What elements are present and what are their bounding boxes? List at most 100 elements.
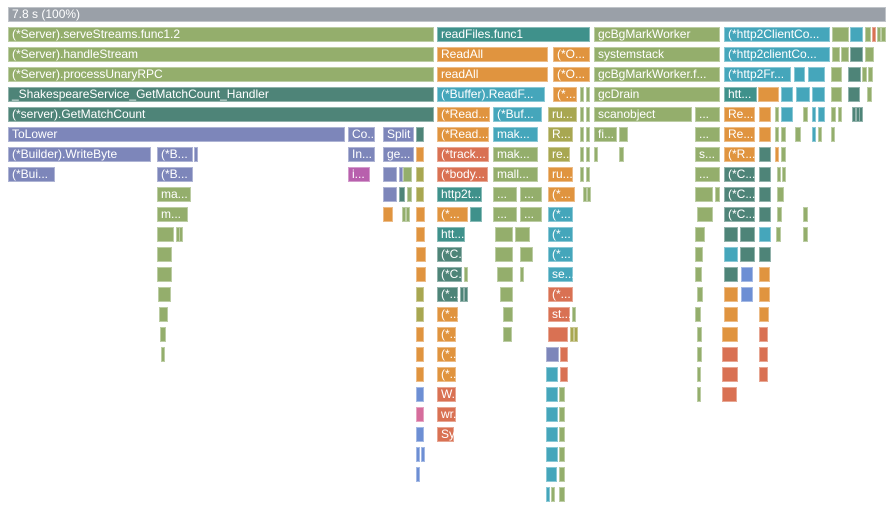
flame-frame-sliver[interactable] xyxy=(416,367,424,382)
flame-frame-sliver[interactable] xyxy=(161,347,165,362)
flame-frame[interactable]: readAll xyxy=(437,67,548,82)
flame-frame-sliver[interactable] xyxy=(580,107,584,122)
flame-frame-sliver[interactable] xyxy=(416,347,424,362)
flame-frame-sliver[interactable] xyxy=(559,487,565,502)
flame-frame[interactable]: se... xyxy=(548,267,573,282)
flame-frame-sliver[interactable] xyxy=(416,467,420,482)
flame-frame-sliver[interactable] xyxy=(399,167,403,182)
flame-frame[interactable]: mall... xyxy=(493,167,538,182)
flame-frame-sliver[interactable] xyxy=(560,367,568,382)
flame-frame[interactable]: ... xyxy=(520,187,542,202)
flame-frame-sliver[interactable] xyxy=(724,287,738,302)
flame-frame[interactable]: (*Buffer).ReadF... xyxy=(437,87,545,102)
flame-frame-sliver[interactable] xyxy=(580,167,584,182)
flame-frame-sliver[interactable] xyxy=(695,187,713,202)
flame-frame-sliver[interactable] xyxy=(586,87,590,102)
flame-frame-sliver[interactable] xyxy=(741,287,753,302)
flame-frame-sliver[interactable] xyxy=(403,167,412,182)
flame-frame-sliver[interactable] xyxy=(838,107,842,122)
flame-frame[interactable]: (*O... xyxy=(553,47,590,62)
flame-frame-sliver[interactable] xyxy=(416,327,424,342)
flame-frame-sliver[interactable] xyxy=(795,127,801,142)
flame-frame-sliver[interactable] xyxy=(808,67,825,82)
flame-frame[interactable]: ... xyxy=(695,167,720,182)
flame-frame-sliver[interactable] xyxy=(831,87,842,102)
flame-frame-sliver[interactable] xyxy=(460,287,464,302)
flame-frame-sliver[interactable] xyxy=(580,87,584,102)
flame-frame-sliver[interactable] xyxy=(416,267,426,282)
flame-frame-sliver[interactable] xyxy=(406,207,410,222)
flame-frame-sliver[interactable] xyxy=(803,227,808,242)
flame-frame-sliver[interactable] xyxy=(399,187,405,202)
flame-frame-sliver[interactable] xyxy=(777,207,782,222)
flame-frame[interactable]: ... xyxy=(520,207,542,222)
flame-frame[interactable]: (*... xyxy=(437,307,458,322)
flame-frame-sliver[interactable] xyxy=(560,347,568,362)
flame-frame-sliver[interactable] xyxy=(416,247,426,262)
flame-frame[interactable]: m... xyxy=(157,207,188,222)
flame-frame-sliver[interactable] xyxy=(695,307,701,322)
flame-frame-sliver[interactable] xyxy=(775,107,779,122)
flame-frame[interactable]: (*Server).serveStreams.func1.2 xyxy=(8,27,434,42)
flame-frame[interactable]: Split xyxy=(383,127,414,142)
flame-frame[interactable]: ... xyxy=(493,207,517,222)
flame-frame[interactable]: htt... xyxy=(437,227,465,242)
flame-frame-sliver[interactable] xyxy=(497,267,513,282)
flame-frame-sliver[interactable] xyxy=(464,267,468,282)
flame-frame[interactable]: st... xyxy=(548,307,570,322)
flame-frame[interactable]: (*O... xyxy=(553,67,590,82)
flame-frame-sliver[interactable] xyxy=(877,27,881,42)
flame-frame[interactable]: W... xyxy=(437,387,456,402)
flame-frame-sliver[interactable] xyxy=(157,267,172,282)
flame-frame[interactable]: (*Builder).WriteByte xyxy=(8,147,151,162)
flame-frame-sliver[interactable] xyxy=(594,147,598,162)
flame-frame-sliver[interactable] xyxy=(852,107,856,122)
flame-frame-sliver[interactable] xyxy=(559,407,565,422)
flame-frame[interactable]: Co... xyxy=(348,127,375,142)
flame-frame[interactable]: (*Buf... xyxy=(493,107,542,122)
flame-frame[interactable]: scanobject xyxy=(594,107,692,122)
flame-frame-sliver[interactable] xyxy=(759,247,771,262)
flame-frame[interactable]: (*... xyxy=(548,247,573,262)
flame-frame-sliver[interactable] xyxy=(818,107,825,122)
flame-frame-sliver[interactable] xyxy=(157,247,172,262)
flame-frame[interactable]: s... xyxy=(695,147,720,162)
flame-frame-sliver[interactable] xyxy=(850,27,863,42)
flame-frame[interactable]: (*C... xyxy=(437,267,462,282)
flame-frame-sliver[interactable] xyxy=(695,247,703,262)
flame-frame-sliver[interactable] xyxy=(776,227,781,242)
flame-frame-sliver[interactable] xyxy=(831,127,835,142)
flame-frame-sliver[interactable] xyxy=(812,87,825,102)
flame-frame-sliver[interactable] xyxy=(402,207,406,222)
flame-frame-sliver[interactable] xyxy=(868,67,873,82)
flame-frame-sliver[interactable] xyxy=(551,487,555,502)
flame-frame[interactable]: gcDrain xyxy=(594,87,720,102)
flame-frame-sliver[interactable] xyxy=(619,147,624,162)
flame-frame-sliver[interactable] xyxy=(867,87,872,102)
flame-frame-sliver[interactable] xyxy=(520,267,524,282)
flame-frame[interactable]: ma... xyxy=(157,187,191,202)
flame-frame-sliver[interactable] xyxy=(759,267,770,282)
flame-frame-sliver[interactable] xyxy=(194,147,198,162)
flame-frame-sliver[interactable] xyxy=(546,487,550,502)
flame-frame-sliver[interactable] xyxy=(850,47,863,62)
flame-frame-sliver[interactable] xyxy=(724,247,738,262)
flame-frame-sliver[interactable] xyxy=(559,427,565,442)
flame-frame-sliver[interactable] xyxy=(421,447,425,462)
flame-frame[interactable]: (*C... xyxy=(724,167,755,182)
flame-frame-sliver[interactable] xyxy=(383,207,393,222)
flame-frame[interactable]: (*track... xyxy=(437,147,489,162)
flame-frame[interactable]: (*Bui... xyxy=(8,167,55,182)
flame-frame-sliver[interactable] xyxy=(775,147,779,162)
flame-frame-sliver[interactable] xyxy=(580,127,584,142)
flame-frame-sliver[interactable] xyxy=(724,307,738,322)
flame-frame-sliver[interactable] xyxy=(740,247,755,262)
flame-frame-sliver[interactable] xyxy=(470,207,482,222)
flame-frame-sliver[interactable] xyxy=(759,367,768,382)
flame-frame-sliver[interactable] xyxy=(546,427,558,442)
flame-frame-sliver[interactable] xyxy=(759,107,771,122)
flame-frame-sliver[interactable] xyxy=(781,147,786,162)
flame-frame-sliver[interactable] xyxy=(781,87,793,102)
flame-frame[interactable]: Re... xyxy=(724,127,755,142)
flame-frame-sliver[interactable] xyxy=(803,107,808,122)
